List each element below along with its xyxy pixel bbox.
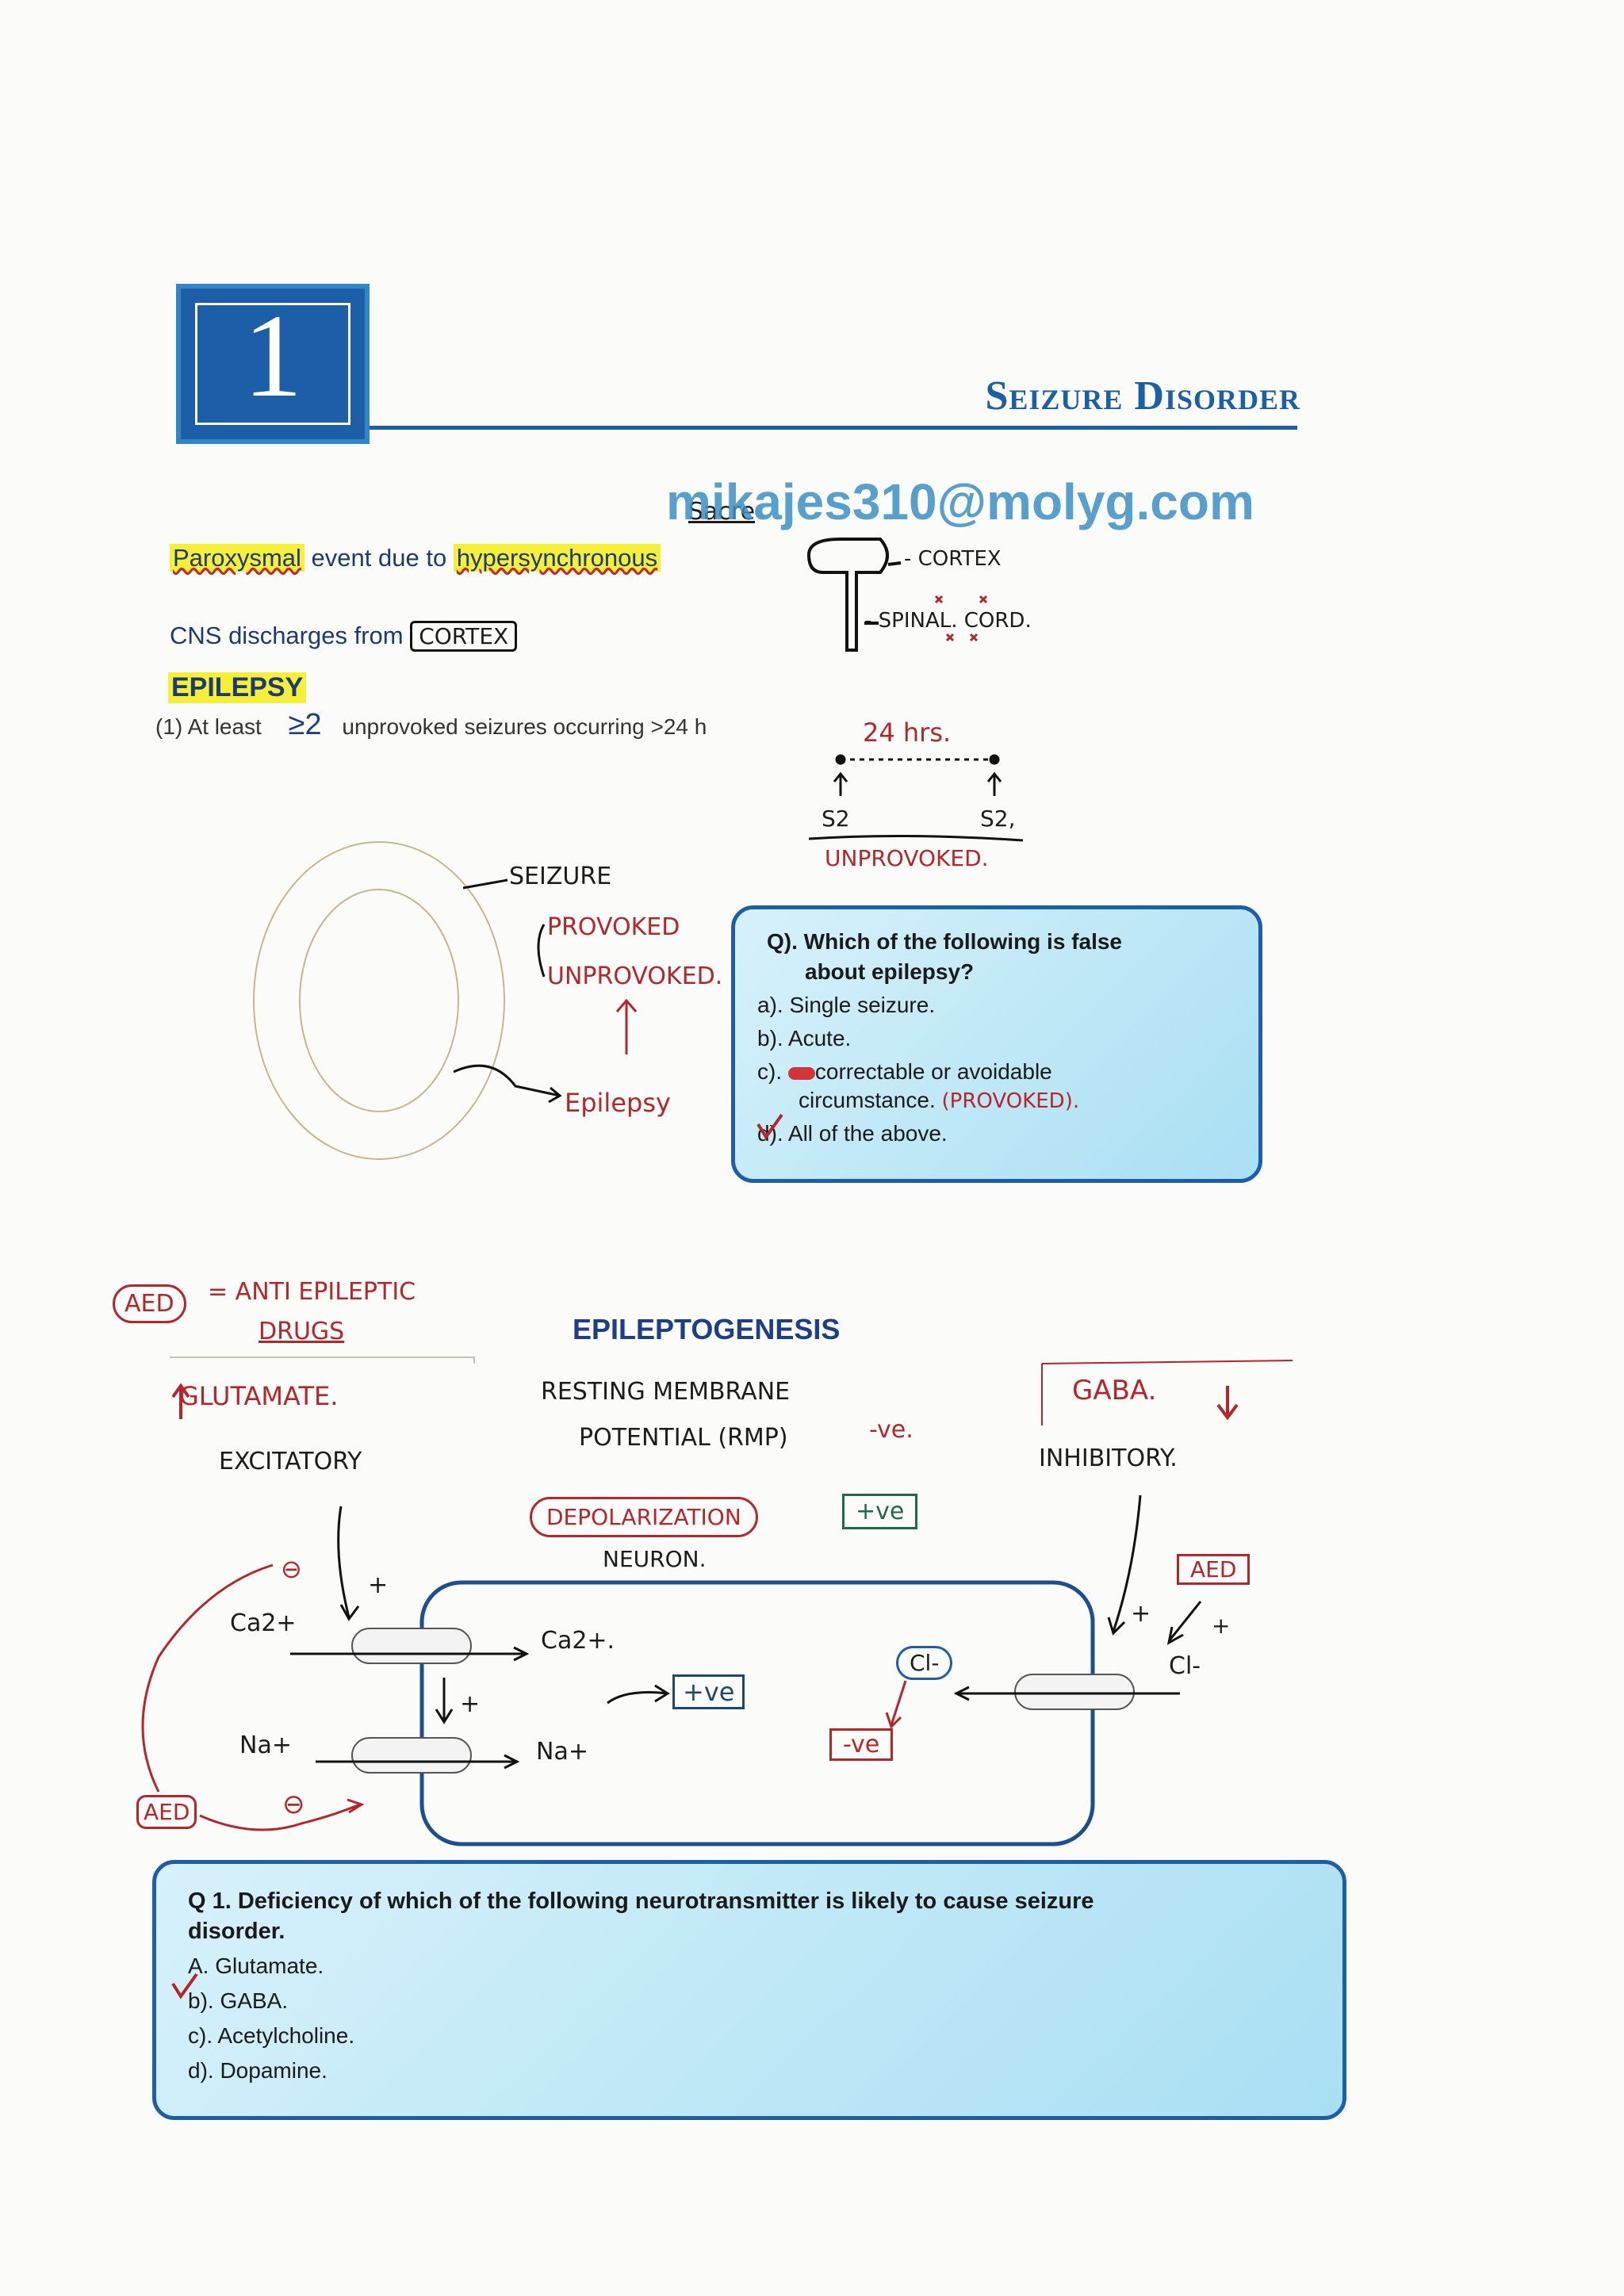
timeline-caption: UNPROVOKED.: [825, 845, 989, 871]
q1-option-a: a). Single seizure.: [757, 993, 936, 1017]
plus-aed: +: [1212, 1613, 1231, 1639]
label-unprovoked: UNPROVOKED.: [547, 962, 723, 990]
cl-inside: Cl-: [896, 1646, 953, 1680]
inhibitory-label: INHIBITORY.: [1039, 1445, 1178, 1472]
aed-right: AED: [1177, 1554, 1251, 1585]
aed-curves: [141, 1563, 365, 1831]
q1-option-c: c). correctable or avoidable: [757, 1055, 1052, 1089]
check-icon: [756, 1113, 783, 1140]
q2-option-a: A. Glutamate.: [188, 1954, 324, 1978]
aed-left: AED: [136, 1795, 197, 1829]
ion-arrows: [290, 1494, 1202, 1770]
glutamate-label: GLUTAMATE.: [179, 1381, 339, 1411]
ca-outside: Ca2+: [230, 1609, 297, 1637]
plus-gaba: +: [1131, 1600, 1151, 1628]
cns-cortex-label: - CORTEX: [904, 547, 1002, 571]
plus-channel: +: [460, 1690, 481, 1718]
cl-outside: Cl-: [1169, 1652, 1201, 1680]
seizure-set-diagram: [253, 841, 505, 1160]
epilepsy-definition: (1) At least ≥2 unprovoked seizures occu…: [155, 708, 707, 742]
na-inside: Na+: [536, 1738, 588, 1766]
gaba-down-arrow-icon: [1216, 1386, 1239, 1421]
intro-text-a: event due to: [304, 544, 454, 572]
check-icon-2: [171, 1973, 198, 1999]
q1-option-c-text: correctable or avoidable: [814, 1059, 1052, 1084]
aed-def-2: DRUGS: [259, 1318, 345, 1345]
negative-box: -ve: [829, 1728, 894, 1761]
label-seizure: SEIZURE: [509, 863, 612, 890]
aed-tag: AED: [113, 1284, 186, 1323]
chapter-number-box: 1: [176, 284, 370, 444]
q2-option-b: b). GABA.: [188, 1988, 289, 2013]
cortex-box: CORTEX: [410, 621, 518, 652]
title-rule: [370, 426, 1297, 430]
label-provoked: PROVOKED: [547, 913, 680, 941]
watermark: mikajes310@molyg.com: [666, 473, 1254, 530]
q2-option-c: c). Acetylcholine.: [188, 2023, 355, 2048]
depolarization-sign: +ve: [842, 1494, 918, 1529]
minus-glutamate: ⊖: [281, 1554, 302, 1584]
q1-option-d: d). All of the above.: [757, 1121, 948, 1146]
rmp-line-1: RESTING MEMBRANE: [541, 1378, 791, 1406]
red-scribble-icon: [787, 1066, 815, 1080]
timeline-icon: [808, 754, 1024, 842]
q1-prompt: Q). Which of the following is false: [767, 929, 1122, 954]
label-epilepsy: Epilepsy: [565, 1088, 671, 1118]
minus-aed: ⊖: [282, 1789, 305, 1820]
timeline-label: 24 hrs.: [863, 718, 952, 748]
intro-line-2: CNS discharges from CORTEX: [170, 621, 518, 652]
seizure-pointers: [453, 878, 638, 1104]
q2-prompt: Q 1. Deficiency of which of the followin…: [188, 1888, 1094, 1914]
cns-sketch-icon: [806, 538, 988, 652]
term-hypersynchronous: hypersynchronous: [453, 544, 661, 572]
na-outside: Na+: [239, 1732, 292, 1759]
question-box-epilepsy: Q). Which of the following is false abou…: [731, 905, 1262, 1183]
q2-option-d: d). Dopamine.: [188, 2058, 327, 2083]
q1-option-c-note: (PROVOKED).: [941, 1089, 1080, 1113]
rmp-line-2: POTENTIAL (RMP): [579, 1424, 788, 1452]
rmp-sign: -ve.: [869, 1416, 914, 1444]
neuron-cell-outline: [419, 1580, 1095, 1846]
note-sacre: Sacre: [688, 498, 756, 526]
intro-text-b: CNS discharges from: [170, 622, 404, 649]
excitatory-label: EXCITATORY: [219, 1448, 362, 1475]
plus-glutamate: +: [368, 1571, 389, 1599]
positive-box: +ve: [672, 1674, 745, 1709]
def-text-c: unprovoked seizures occurring >24 h: [342, 714, 707, 739]
q1-option-c-text-2: circumstance.: [799, 1088, 936, 1112]
depolarization-tag: DEPOLARIZATION: [530, 1497, 758, 1537]
glutamate-up-arrow-icon: [171, 1383, 190, 1419]
gaba-label: GABA.: [1072, 1375, 1157, 1406]
neuron-label: NEURON.: [603, 1546, 707, 1572]
timeline-s1: S2: [822, 806, 850, 832]
intro-line-1: Paroxysmal event due to hypersynchronous: [170, 544, 661, 572]
q1-option-c-line2: circumstance. (PROVOKED).: [799, 1084, 1079, 1118]
q1-option-b: b). Acute.: [757, 1026, 852, 1050]
epilepsy-heading: EPILEPSY: [168, 672, 307, 703]
term-paroxysmal: Paroxysmal: [170, 544, 304, 572]
q1-option-c-prefix: c).: [757, 1059, 788, 1084]
q2-prompt-2: disorder.: [188, 1919, 285, 1944]
aed-def-1: = ANTI EPILEPTIC: [208, 1278, 416, 1306]
question-box-neurotransmitter: Q 1. Deficiency of which of the followin…: [152, 1860, 1346, 2120]
ca-inside: Ca2+.: [541, 1627, 615, 1655]
cns-spinal-label: - SPINAL. CORD.: [864, 609, 1032, 633]
q1-prompt-2: about epilepsy?: [805, 959, 975, 984]
timeline-s2: S2,: [980, 806, 1016, 832]
epileptogenesis-heading: EPILEPTOGENESIS: [573, 1313, 841, 1345]
chapter-title: Seizure Disorder: [985, 373, 1300, 419]
def-text-a: (1) At least: [155, 714, 262, 739]
def-count: ≥2: [288, 708, 322, 741]
chapter-number: 1: [243, 290, 303, 422]
ion-channels: [351, 1628, 1135, 1774]
